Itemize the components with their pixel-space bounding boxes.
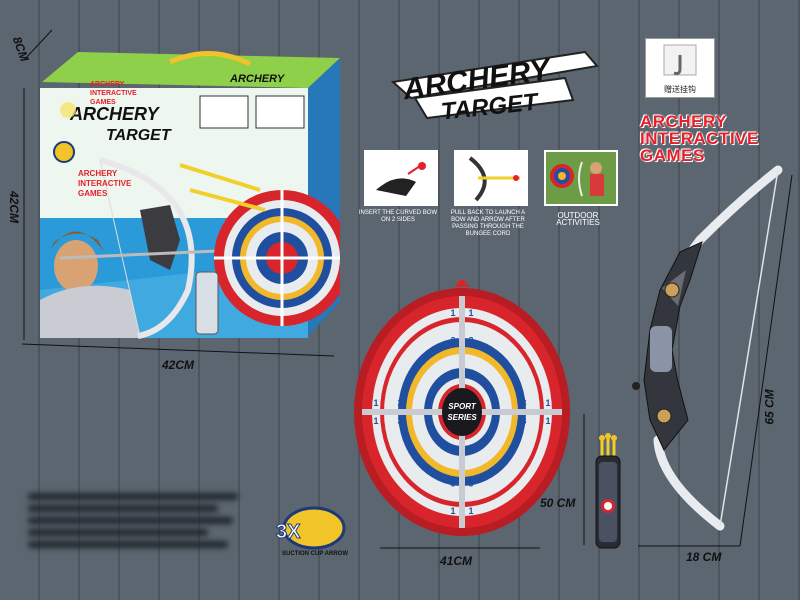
quiver-height-label: 50 CM	[540, 496, 576, 510]
box-title-line1: ARCHERY	[69, 104, 161, 124]
target-score-number: 3	[521, 416, 526, 426]
badge-caption-text: SUCTION CUP ARROW	[282, 551, 348, 557]
box-3x-badge	[53, 141, 75, 163]
box-top-subtitle-2: INTERACTIVE	[90, 90, 137, 97]
target-score-number: 1	[545, 398, 550, 408]
child-hair	[50, 231, 104, 252]
target-score-number: 5	[450, 446, 455, 456]
box-top-face	[42, 52, 340, 88]
box-step-thumb-2	[255, 95, 305, 129]
bow-height-line	[739, 174, 793, 547]
box-width-line	[21, 343, 335, 357]
bow-upper-limb	[677, 165, 783, 269]
box-flying-arrow-2	[189, 188, 266, 212]
bow-lower-emblem	[656, 408, 672, 424]
bow-width-label: 18 CM	[686, 550, 722, 564]
box-depth-line	[23, 29, 53, 61]
target-width-label: 41CM	[440, 554, 473, 568]
free-hook-gift: 赠送挂钩	[645, 38, 715, 98]
box-subtitle-line3: GAMES	[78, 189, 108, 198]
box-bow-limb	[99, 157, 195, 339]
box-width-label: 42CM	[162, 358, 195, 372]
child-shirt	[40, 285, 140, 338]
arrow-quiver	[595, 433, 621, 549]
package-box: ARCHERY TARGET ARCHERY INTERACTIVE GAMES…	[40, 51, 340, 339]
box-quiver	[195, 271, 219, 335]
bow-upper-emblem	[664, 282, 680, 298]
target-score-number: 3	[397, 398, 402, 408]
target-score-number: 1	[545, 416, 550, 426]
box-subtitle-line2: INTERACTIVE	[78, 179, 132, 188]
target-score-number: 5	[425, 416, 430, 426]
target-score-number: 5	[425, 398, 430, 408]
target-score-number: 1	[373, 416, 378, 426]
step-thumbnail-pull-back	[454, 150, 528, 206]
target-score-number: 3	[450, 478, 455, 488]
bow-riser	[643, 241, 703, 451]
target-score-number: 3	[450, 336, 455, 346]
step-caption-insert-bow: INSERT THE CURVED BOW ON 2 SIDES	[358, 210, 438, 223]
target-score-number: 5	[468, 446, 473, 456]
hook-caption: 赠送挂钩	[664, 85, 696, 94]
bow-lower-limb	[653, 435, 725, 531]
target-score-number: 3	[521, 398, 526, 408]
step-thumbnail-insert-bow	[364, 150, 438, 206]
target-score-number: 1	[468, 506, 473, 516]
target-hanger-tab	[454, 280, 470, 287]
target-score-number: 1	[373, 398, 378, 408]
step-thumbnail-outdoor	[544, 150, 618, 206]
box-top-subtitle-3: GAMES	[90, 99, 116, 106]
target-label-line1: SPORT	[448, 402, 477, 411]
box-arrow-shaft	[59, 248, 241, 260]
bow-grip	[650, 326, 672, 372]
target-score-numbers: 1 3 5 5 3 1 1 3 5 5 3 1 1 3 5 5 3 1 1 3 5 5 3 1	[373, 308, 550, 516]
interactive-games-title: ARCHERY INTERACTIVE GAMES	[640, 113, 759, 164]
bow	[632, 165, 783, 531]
target-score-number: 1	[450, 308, 455, 318]
box-title-line2: TARGET	[106, 127, 172, 144]
title-line-archery: ARCHERY	[640, 112, 727, 131]
target-score-number: 1	[450, 506, 455, 516]
target-label-line2: SERIES	[447, 413, 477, 422]
bow-screw	[632, 382, 640, 390]
box-flying-arrow-1	[179, 163, 261, 192]
step-caption-pull-back: PULL BACK TO LAUNCH A BOW AND ARROW AFTE…	[450, 210, 526, 237]
box-bow-string	[99, 159, 141, 337]
target-score-number: 3	[468, 478, 473, 488]
title-line-interactive: INTERACTIVE	[640, 129, 759, 148]
child-face	[54, 240, 98, 292]
target-score-number: 5	[493, 416, 498, 426]
badge-count-text: 3X	[276, 521, 301, 543]
target-score-number: 3	[397, 416, 402, 426]
title-line-games: GAMES	[640, 146, 705, 165]
box-height-label: 42CM	[7, 190, 22, 224]
box-top-title: ARCHERY	[229, 73, 286, 85]
bow-height-label: 65 CM	[762, 389, 777, 425]
box-sun-glow	[60, 102, 76, 118]
target-score-number: 5	[468, 368, 473, 378]
bow-string	[719, 169, 779, 527]
archery-target: SPORT SERIES 1 3 5 5 3 1 1 3 5 5 3 1 1 3 5 5 3 1 1 3 5 5 3 1	[354, 280, 570, 536]
target-score-number: 5	[493, 398, 498, 408]
box-top-subtitle-1: ARCHERY	[90, 81, 125, 88]
target-score-number: 3	[468, 336, 473, 346]
hook-icon	[663, 44, 697, 76]
suction-arrow-badge: 3X SUCTION CUP ARROW	[276, 506, 348, 557]
step-caption-outdoor: OUTDOOR ACTIVITIES	[556, 211, 600, 227]
box-target	[214, 190, 340, 326]
target-score-number: 5	[450, 368, 455, 378]
box-subtitle-line1: ARCHERY	[78, 169, 118, 178]
archery-target-logo: ARCHERY TARGET	[390, 50, 599, 122]
box-step-thumb-1	[199, 95, 249, 129]
blurred-product-info	[28, 488, 253, 548]
box-handle	[168, 51, 252, 67]
target-score-number: 1	[468, 308, 473, 318]
